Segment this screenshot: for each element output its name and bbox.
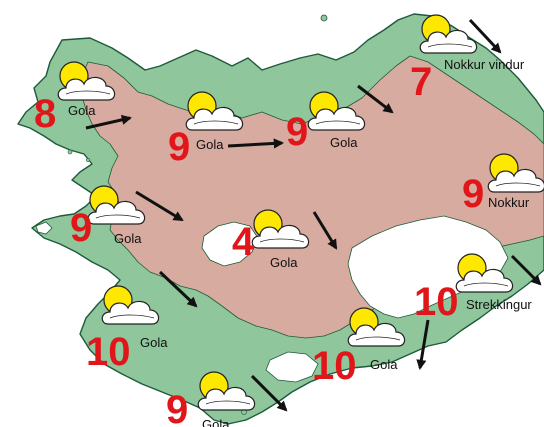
sun-behind-cloud-icon (487, 153, 544, 193)
wind-arrow-south (416, 319, 430, 371)
temperature-label: 9 (168, 125, 191, 169)
wind-description: Gola (68, 103, 96, 118)
wind-description: Gola (114, 231, 142, 246)
sun-behind-cloud-icon (57, 61, 116, 101)
wind-arrow-south-east (468, 18, 502, 54)
sun-behind-cloud-icon (419, 14, 478, 54)
temperature-label: 10 (312, 344, 357, 388)
wind-description: Gola (330, 135, 358, 150)
temperature-label: 7 (410, 60, 433, 104)
temperature-label: 10 (414, 280, 459, 324)
glacier-langjokull (201, 221, 259, 267)
sun-behind-cloud-icon (101, 285, 160, 325)
temperature-label: 9 (462, 172, 485, 216)
wind-arrow-south-east (250, 374, 288, 412)
temperature-label: 10 (86, 330, 131, 374)
wind-description: Gola (370, 357, 398, 372)
temperature-label: 8 (34, 92, 57, 136)
island-grimsey (320, 14, 328, 22)
temperature-label: 9 (286, 110, 309, 154)
wind-description: Gola (270, 255, 298, 270)
sun-behind-cloud-icon (307, 91, 366, 131)
temperature-label: 9 (70, 206, 93, 250)
wind-arrow-south-east (312, 211, 338, 250)
sun-behind-cloud-icon (347, 307, 406, 347)
wind-arrow-east (85, 114, 132, 130)
wind-description: Nokkur (488, 195, 530, 210)
wind-arrow-south-east (510, 254, 542, 286)
sun-behind-cloud-icon (197, 371, 256, 411)
sun-behind-cloud-icon (455, 253, 514, 293)
wind-arrow-south-east (158, 270, 198, 308)
glacier-myrdalsjokull (265, 351, 319, 383)
wind-arrow-south-east (135, 190, 184, 222)
wind-description: Strekkingur (466, 297, 532, 312)
sun-behind-cloud-icon (185, 91, 244, 131)
wind-arrow-east (227, 138, 285, 149)
wind-description: Gola (196, 137, 224, 152)
wind-description: Nokkur vindur (444, 57, 525, 72)
temperature-label: 9 (166, 388, 189, 427)
temperature-label: 4 (232, 220, 255, 264)
wind-description: Gola (140, 335, 168, 350)
wind-arrow-south-east (357, 84, 394, 114)
island-small-bay (67, 149, 73, 155)
glacier-snaefellsjokull (35, 221, 53, 235)
island-small-bay-2 (86, 158, 90, 162)
sun-behind-cloud-icon (251, 209, 310, 249)
wind-description: Gola (202, 417, 230, 427)
sun-behind-cloud-icon (87, 185, 146, 225)
